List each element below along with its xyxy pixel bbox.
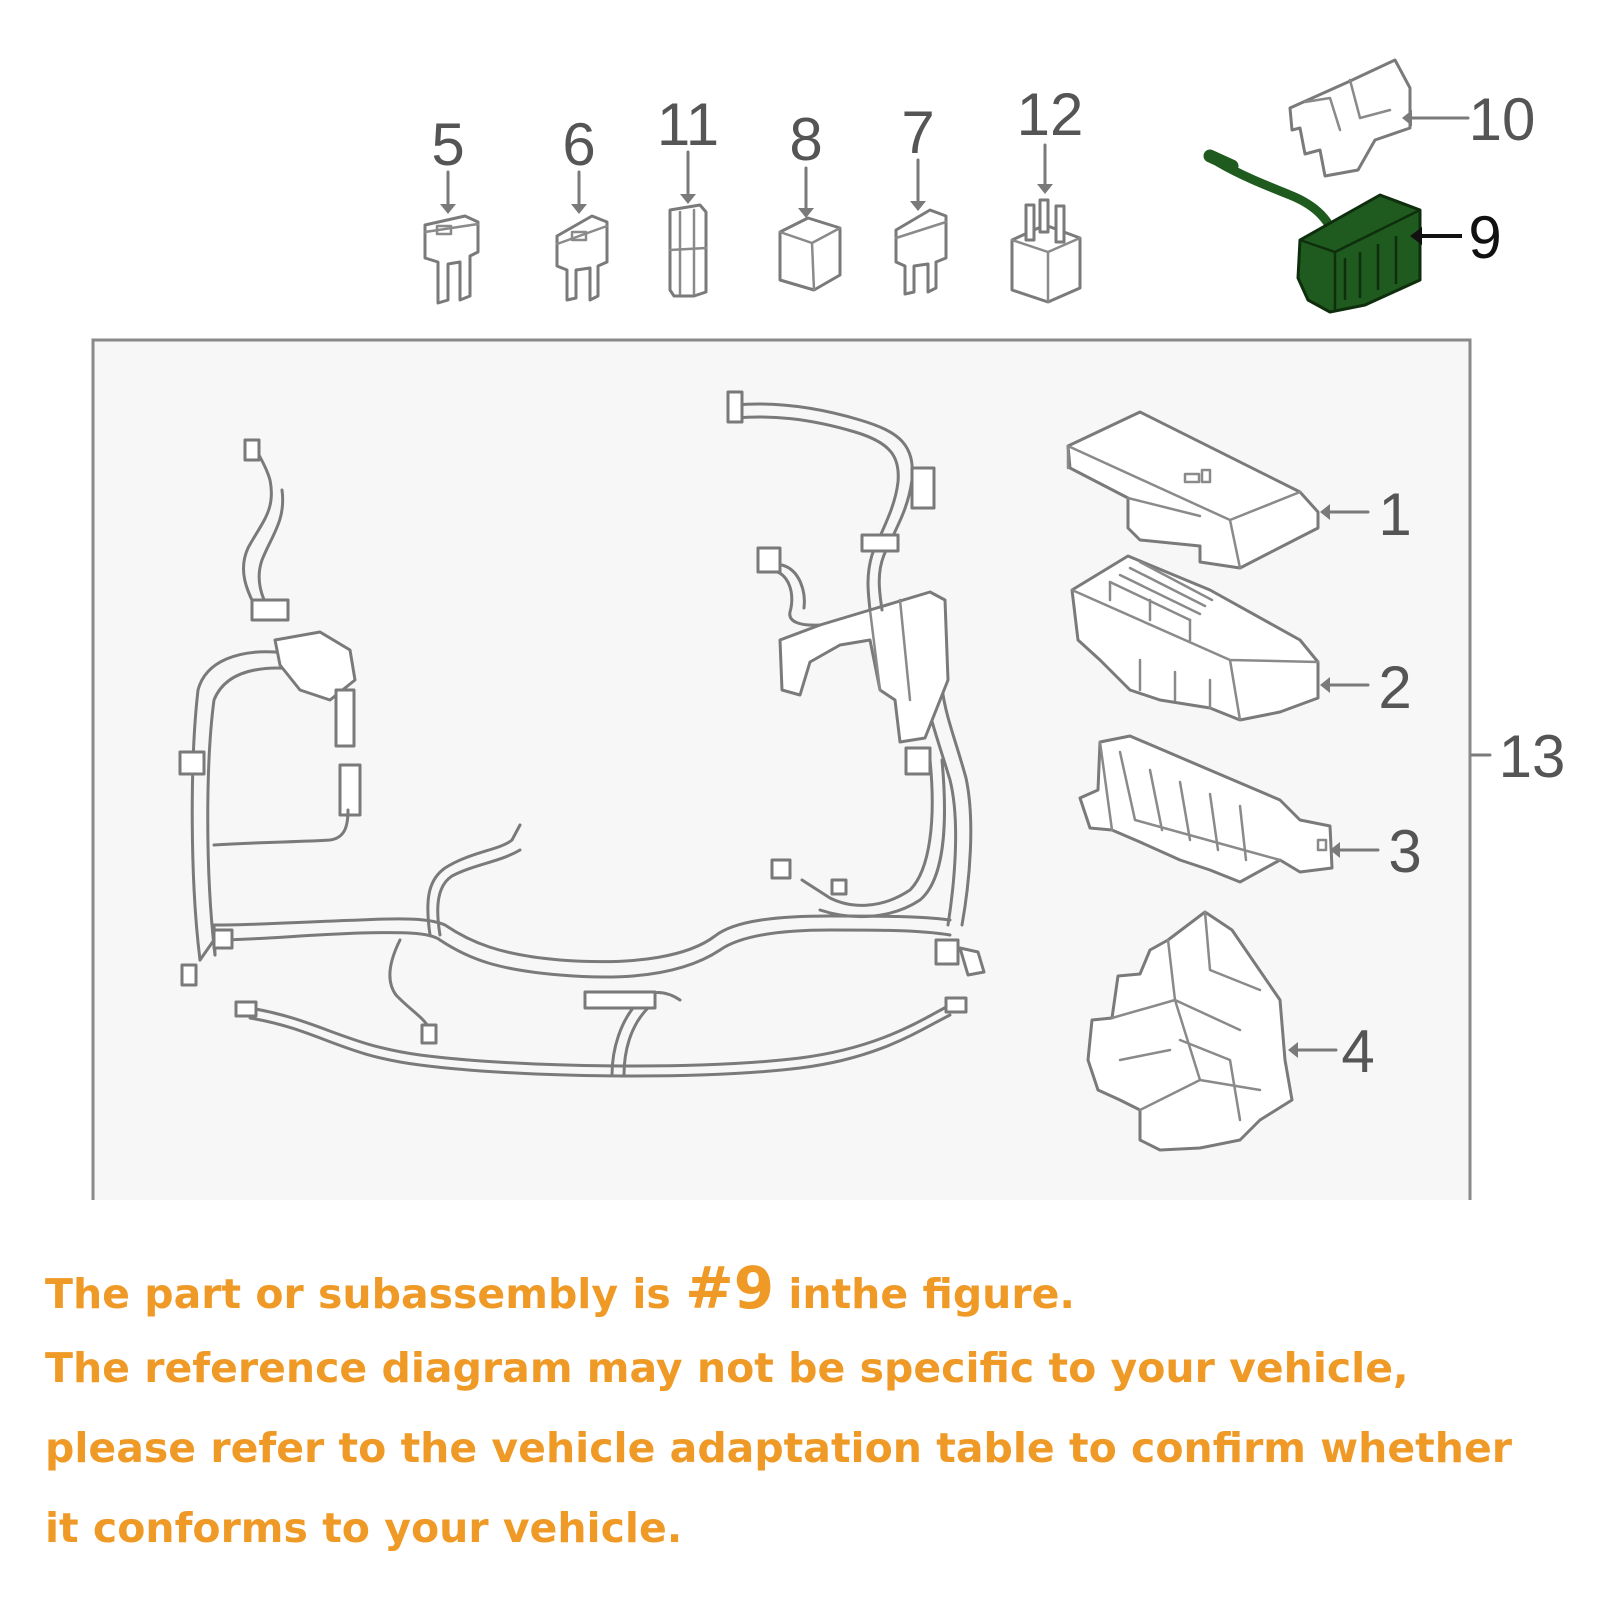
part-12-relay <box>1010 143 1082 304</box>
part-7-mini-fuse <box>894 158 948 296</box>
callout-5: 5 <box>431 111 464 178</box>
part-1-fuse-box-cover <box>1066 410 1370 570</box>
part-3-tray <box>1078 734 1380 884</box>
part-4-bracket <box>1086 910 1338 1152</box>
caption-highlight: #9 <box>685 1254 775 1322</box>
callout-10: 10 <box>1469 86 1536 153</box>
callout-8: 8 <box>789 106 822 173</box>
caption-line-1-pre: The part or subassembly is <box>45 1270 686 1318</box>
part-5-mini-fuse <box>423 170 480 305</box>
callout-12: 12 <box>1017 81 1084 148</box>
callout-3: 3 <box>1388 818 1421 885</box>
callout-9: 9 <box>1468 204 1501 271</box>
parts-diagram: 5 6 11 8 7 <box>91 58 1566 1200</box>
caption-line-2: The reference diagram may not be specifi… <box>45 1344 1409 1392</box>
part-2-fuse-box-body <box>1070 554 1370 722</box>
part-8-relay <box>778 166 842 292</box>
callout-7: 7 <box>901 99 934 166</box>
caption-line-3: please refer to the vehicle adaptation t… <box>45 1424 1512 1472</box>
callout-6: 6 <box>562 111 595 178</box>
caption-line-1-post: inthe figure. <box>774 1270 1075 1318</box>
callout-2: 2 <box>1378 654 1411 721</box>
caption-line-4: it conforms to your vehicle. <box>45 1504 683 1552</box>
callout-1: 1 <box>1378 481 1411 548</box>
callout-4: 4 <box>1341 1018 1374 1085</box>
part-10-cover <box>1288 58 1470 178</box>
wiring-harness <box>178 390 986 1078</box>
part-6-mini-fuse <box>555 170 609 302</box>
part-11-cartridge-fuse <box>668 150 708 298</box>
caption-line-1: The part or subassembly is #9 inthe figu… <box>45 1248 1575 1334</box>
callout-11: 11 <box>657 91 719 158</box>
callout-13: 13 <box>1499 723 1566 790</box>
part-9-fuse-block-highlighted <box>1203 149 1462 314</box>
